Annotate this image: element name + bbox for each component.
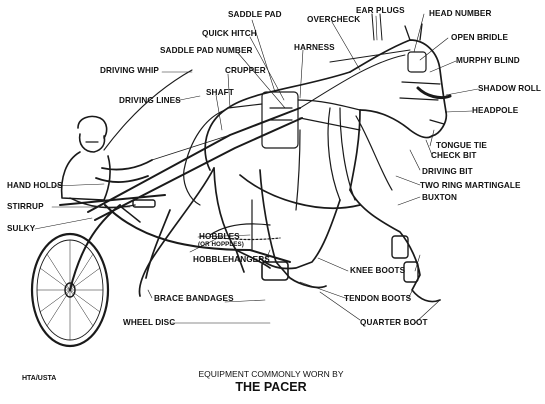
label-check-bit: CHECK BIT	[431, 151, 477, 160]
label-shadow-roll: SHADOW ROLL	[478, 84, 541, 93]
credit-text: HTA/USTA	[22, 375, 57, 382]
label-ear-plugs: EAR PLUGS	[356, 6, 405, 15]
label-harness: HARNESS	[294, 43, 335, 52]
label-two-ring-martingale: TWO RING MARTINGALE	[420, 181, 521, 190]
label-quick-hitch: QUICK HITCH	[202, 29, 257, 38]
caption-title: THE PACER	[235, 380, 307, 394]
label-stirrup: STIRRUP	[7, 202, 44, 211]
label-knee-boots: KNEE BOOTS	[350, 266, 406, 275]
label-brace-bandages: BRACE BANDAGES	[154, 294, 234, 303]
driving-whip	[103, 69, 193, 151]
label-driving-bit: DRIVING BIT	[422, 167, 473, 176]
label-tendon-boots: TENDON BOOTS	[344, 294, 412, 303]
label-crupper: CRUPPER	[225, 66, 266, 75]
label-quarter-boot: QUARTER BOOT	[360, 318, 428, 327]
label-hobblehangers: HOBBLEHANGERS	[193, 255, 270, 264]
label-driving-whip: DRIVING WHIP	[100, 66, 159, 75]
harness-gear	[209, 13, 452, 251]
label-overcheck: OVERCHECK	[307, 15, 361, 24]
label-head-number: HEAD NUMBER	[429, 9, 492, 18]
label-hobbles-sub: (OR HOPPLES)	[198, 241, 244, 248]
label-tongue-tie: TONGUE TIE	[436, 141, 487, 150]
label-sulky: SULKY	[7, 224, 36, 233]
leader-lines	[34, 13, 479, 325]
label-hobbles: HOBBLES	[199, 232, 240, 241]
label-saddle-pad: SADDLE PAD	[228, 10, 282, 19]
caption-subtitle: EQUIPMENT COMMONLY WORN BY	[198, 369, 344, 379]
label-headpole: HEADPOLE	[472, 106, 519, 115]
label-saddle-pad-number: SADDLE PAD NUMBER	[160, 46, 253, 55]
label-driving-lines: DRIVING LINES	[119, 96, 181, 105]
label-hand-holds: HAND HOLDS	[7, 181, 63, 190]
label-open-bridle: OPEN BRIDLE	[451, 33, 509, 42]
label-murphy-blind: MURPHY BLIND	[456, 56, 520, 65]
horse	[138, 23, 448, 303]
label-buxton: BUXTON	[422, 193, 458, 202]
label-wheel-disc: WHEEL DISC	[123, 318, 176, 327]
label-shaft: SHAFT	[206, 88, 234, 97]
